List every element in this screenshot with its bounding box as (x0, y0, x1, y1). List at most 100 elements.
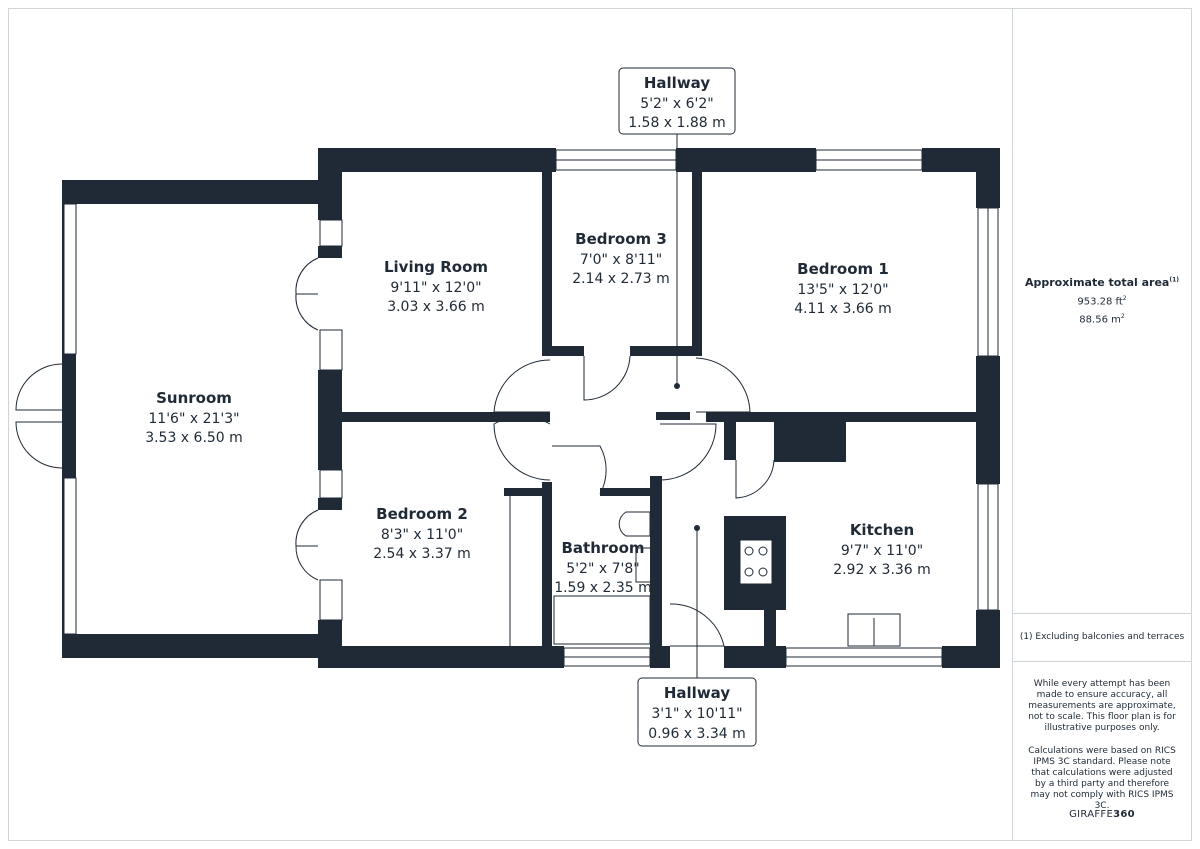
callout-name: Hallway (664, 684, 730, 702)
sunroom-bottom-wall (62, 634, 318, 658)
callout-name: Hallway (644, 74, 710, 92)
kitchen-chimney (774, 420, 846, 462)
bed2-door-b (295, 545, 319, 581)
living-door-b (295, 293, 319, 331)
room-imperial: 9'11" x 12'0" (390, 280, 481, 296)
kitchen-pillar (764, 610, 776, 646)
bed2-door (493, 415, 551, 481)
west-wall-4 (318, 498, 342, 510)
washbasin (635, 547, 657, 583)
room-sunroom: Sunroom 11'6" x 21'3" 3.53 x 6.50 m (145, 389, 243, 446)
bottom-wall-kitchen (724, 646, 786, 668)
right-wall-mid (976, 356, 1000, 484)
living-bed2-wall (342, 412, 550, 422)
hob (739, 539, 773, 585)
bottom-wall-right (942, 646, 1000, 668)
sidebar-divider-1 (1012, 613, 1192, 614)
sunroom-window-bottom (63, 477, 77, 635)
floor-plan: Sunroom 11'6" x 21'3" 3.53 x 6.50 m Livi… (15, 67, 1000, 747)
footnote: (1) Excluding balconies and terraces (1019, 632, 1185, 642)
room-metric: 3.03 x 3.66 m (387, 299, 485, 315)
sunroom-top-wall (62, 180, 318, 204)
bed1-kitchen-wall (706, 412, 976, 422)
west-wall-5 (318, 620, 342, 646)
callout-imperial: 5'2" x 6'2" (640, 96, 713, 112)
room-imperial: 7'0" x 8'11" (580, 252, 662, 268)
living-door (493, 359, 551, 413)
bed2-window-b (319, 579, 343, 621)
brand-logo: GIRAFFE360 (1069, 809, 1135, 820)
kitchen-left-wall-top (724, 420, 736, 460)
room-name: Sunroom (156, 389, 232, 407)
doors (15, 257, 775, 647)
callout-metric: 0.96 x 3.34 m (648, 726, 746, 742)
fixtures (553, 511, 901, 647)
disclaimer: While every attempt has been made to ens… (1026, 679, 1178, 824)
room-metric: 3.53 x 6.50 m (145, 430, 243, 446)
living-door-a (295, 257, 319, 295)
west-wall-2 (318, 246, 342, 258)
bottom-wall-left (318, 646, 564, 668)
bath-left-wall (542, 482, 552, 646)
callout-hallway-top: Hallway 5'2" x 6'2" 1.58 x 1.88 m (618, 67, 736, 135)
room-imperial: 11'6" x 21'3" (148, 411, 239, 427)
room-imperial: 9'7" x 11'0" (841, 543, 923, 559)
bathtub (553, 595, 651, 645)
sidebar-divider-2 (1012, 661, 1192, 662)
bed3-bottom-wall-b (630, 346, 696, 356)
hall-door (659, 423, 717, 481)
room-metric: 2.54 x 3.37 m (373, 546, 471, 562)
sidebar-divider (1012, 8, 1013, 841)
callout-pointers (674, 134, 700, 680)
room-metric: 2.14 x 2.73 m (572, 271, 670, 287)
living-window-a (319, 219, 343, 247)
right-wall-top (976, 148, 1000, 208)
disclaimer-accuracy: While every attempt has been made to ens… (1028, 679, 1176, 733)
kitchen-door (735, 459, 775, 499)
room-name: Bedroom 1 (797, 260, 889, 278)
area-title: Approximate total area(1) (1024, 276, 1180, 289)
west-wall-3 (318, 370, 342, 470)
bed2-window-a (319, 469, 343, 499)
room-living: Living Room 9'11" x 12'0" 3.03 x 3.66 m (384, 258, 488, 315)
bath-door (552, 445, 607, 495)
bed2-door-a (295, 509, 319, 547)
room-bathroom: Bathroom 5'2" x 7'8" 1.59 x 2.35 m (554, 539, 652, 596)
room-bedroom-2: Bedroom 2 8'3" x 11'0" 2.54 x 3.37 m (373, 505, 471, 562)
room-name: Bathroom (561, 539, 644, 557)
top-wall-mid (676, 148, 816, 172)
top-wall-left (318, 148, 556, 172)
total-area-panel: Approximate total area(1) 953.28 ft2 88.… (1016, 276, 1188, 326)
room-imperial: 5'2" x 7'8" (566, 561, 639, 577)
room-name: Kitchen (850, 521, 914, 539)
callout-imperial: 3'1" x 10'11" (651, 706, 742, 722)
closet-top-wall (504, 488, 544, 496)
callout-metric: 1.58 x 1.88 m (628, 115, 726, 131)
sunroom-window-top (63, 203, 77, 355)
room-imperial: 8'3" x 11'0" (381, 527, 463, 543)
front-door (669, 603, 725, 647)
hall-bottom-marker (694, 525, 700, 531)
plan-sheet (8, 8, 1192, 841)
callout-hallway-bottom: Hallway 3'1" x 10'11" 0.96 x 3.34 m (637, 677, 757, 747)
room-name: Bedroom 2 (376, 505, 468, 523)
walls (62, 148, 1000, 668)
bed3-bottom-wall-a (542, 346, 584, 356)
toilet (618, 511, 651, 537)
room-metric: 4.11 x 3.66 m (794, 301, 892, 317)
room-kitchen: Kitchen 9'7" x 11'0" 2.92 x 3.36 m (833, 521, 931, 578)
hall-wall-right (656, 412, 690, 420)
hall-top-marker (674, 383, 680, 389)
room-metric: 2.92 x 3.36 m (833, 562, 931, 578)
sunroom-door-top (15, 363, 63, 411)
living-bed3-wall (542, 172, 552, 356)
area-imperial: 953.28 ft2 (1077, 295, 1127, 308)
west-wall-1 (318, 172, 342, 220)
area-metric: 88.56 m2 (1079, 313, 1125, 326)
bed3-bed1-wall (692, 172, 702, 356)
room-imperial: 13'5" x 12'0" (797, 282, 888, 298)
bath-top-wall (600, 488, 656, 496)
bed3-door (583, 355, 631, 401)
room-name: Bedroom 3 (575, 230, 667, 248)
disclaimer-rics: Calculations were based on RICS IPMS 3C … (1028, 746, 1176, 811)
